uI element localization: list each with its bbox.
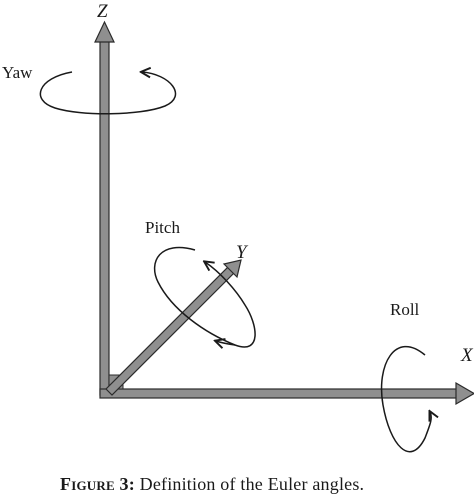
y-axis-label: Y xyxy=(236,242,249,263)
z-axis xyxy=(94,20,115,396)
pitch-rotation-arrow xyxy=(153,246,256,348)
y-axis-arrowhead xyxy=(222,259,242,279)
pitch-label: Pitch xyxy=(145,218,180,237)
pitch-rotation-arrowhead xyxy=(216,341,236,345)
yaw-rotation-arrow xyxy=(39,72,177,115)
x-axis-arrowhead xyxy=(455,381,474,406)
z-axis-label: Z xyxy=(97,1,108,22)
x-axis xyxy=(99,381,474,406)
figure-caption: Figure 3: Definition of the Euler angles… xyxy=(60,474,364,494)
roll-label: Roll xyxy=(390,300,420,319)
yaw-label: Yaw xyxy=(2,63,33,82)
z-axis-arrowhead xyxy=(94,20,115,43)
x-axis-label: X xyxy=(460,345,474,366)
roll-rotation-arrow xyxy=(380,346,432,453)
caption-prefix: Figure 3: xyxy=(60,474,135,494)
caption-text: Definition of the Euler angles. xyxy=(135,474,364,494)
y-axis xyxy=(105,259,242,396)
